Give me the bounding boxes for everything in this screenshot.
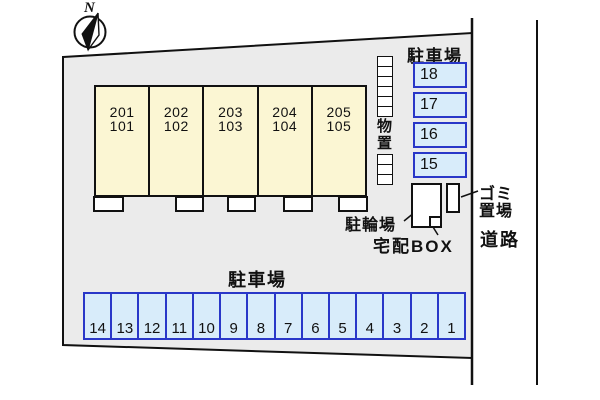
unit-204-104: 204 104 [256,87,311,195]
parking-space-13: 13 [110,294,137,338]
parking-space-1: 1 [436,294,464,338]
unit-202-102: 202 102 [148,87,202,195]
storage-cell [377,106,393,117]
parking-space-2: 2 [409,294,437,338]
parking-bottom-title: 駐車場 [228,270,287,290]
space-number: 13 [116,320,134,337]
parking-space-7: 7 [273,294,301,338]
compass-north-label: N [84,0,95,16]
unit-upper-number: 201 [109,104,135,120]
road-label: 道路 [480,230,520,250]
space-number: 10 [198,320,215,337]
compass-icon [73,12,107,52]
unit-lower-number: 103 [218,117,243,134]
parking-space-3: 3 [382,294,409,338]
parking-space-14: 14 [85,294,110,338]
parking-space-16: 16 [413,122,467,148]
parking-space-17: 17 [413,92,467,118]
parking-space-4: 4 [355,294,382,338]
entrance-porch [338,196,368,212]
space-number: 8 [256,320,266,337]
parking-space-11: 11 [164,294,192,338]
space-number: 14 [89,320,106,337]
unit-205-105: 205 105 [310,87,365,195]
entrance-porch [93,196,124,212]
entrance-porch [283,196,313,212]
parking-space-8: 8 [246,294,273,338]
space-number: 2 [420,320,429,337]
unit-lower-number: 102 [163,117,189,134]
garbage-label-line2: 置場 [479,203,514,220]
unit-lower-number: 101 [109,117,135,134]
space-number: 6 [311,320,320,337]
parking-bottom-row: 14 13 12 11 10 9 8 7 6 5 4 3 2 1 [83,292,466,340]
unit-lower-number: 105 [326,117,352,134]
unit-upper-number: 203 [218,104,243,120]
unit-upper-number: 204 [272,104,298,120]
apartment-building: 201 101 202 102 203 103 204 104 205 105 [94,85,367,197]
delivery-box-label: 宅配BOX [373,237,454,256]
delivery-box-leader [432,226,439,236]
parking-space-6: 6 [300,294,328,338]
parking-space-12: 12 [137,294,164,338]
space-number: 3 [392,320,402,337]
space-number: 12 [143,320,161,337]
parking-space-18: 18 [413,62,467,88]
space-number: 1 [447,320,456,337]
parking-space-10: 10 [191,294,219,338]
delivery-box [429,216,442,228]
unit-upper-number: 205 [326,104,352,120]
parking-space-9: 9 [219,294,246,338]
garbage-area [446,183,460,213]
unit-lower-number: 104 [272,117,298,134]
unit-upper-number: 202 [163,104,189,120]
unit-201-101: 201 101 [96,87,148,195]
entrance-porch [175,196,204,212]
space-number: 5 [338,320,347,337]
bicycle-parking-label: 駐輪場 [345,217,397,234]
parking-right-title: 駐車場 [407,47,463,66]
entrance-porch [227,196,256,212]
garbage-leader [460,190,479,198]
parking-space-5: 5 [327,294,355,338]
garbage-label-line1: ゴミ [479,186,514,203]
space-number: 11 [171,320,188,337]
space-number: 9 [229,320,238,337]
parking-space-15: 15 [413,152,467,178]
storage-label: 物置 [376,118,392,152]
space-number: 7 [283,320,293,337]
space-number: 4 [365,320,374,337]
storage-cell [377,174,393,185]
unit-203-103: 203 103 [202,87,256,195]
